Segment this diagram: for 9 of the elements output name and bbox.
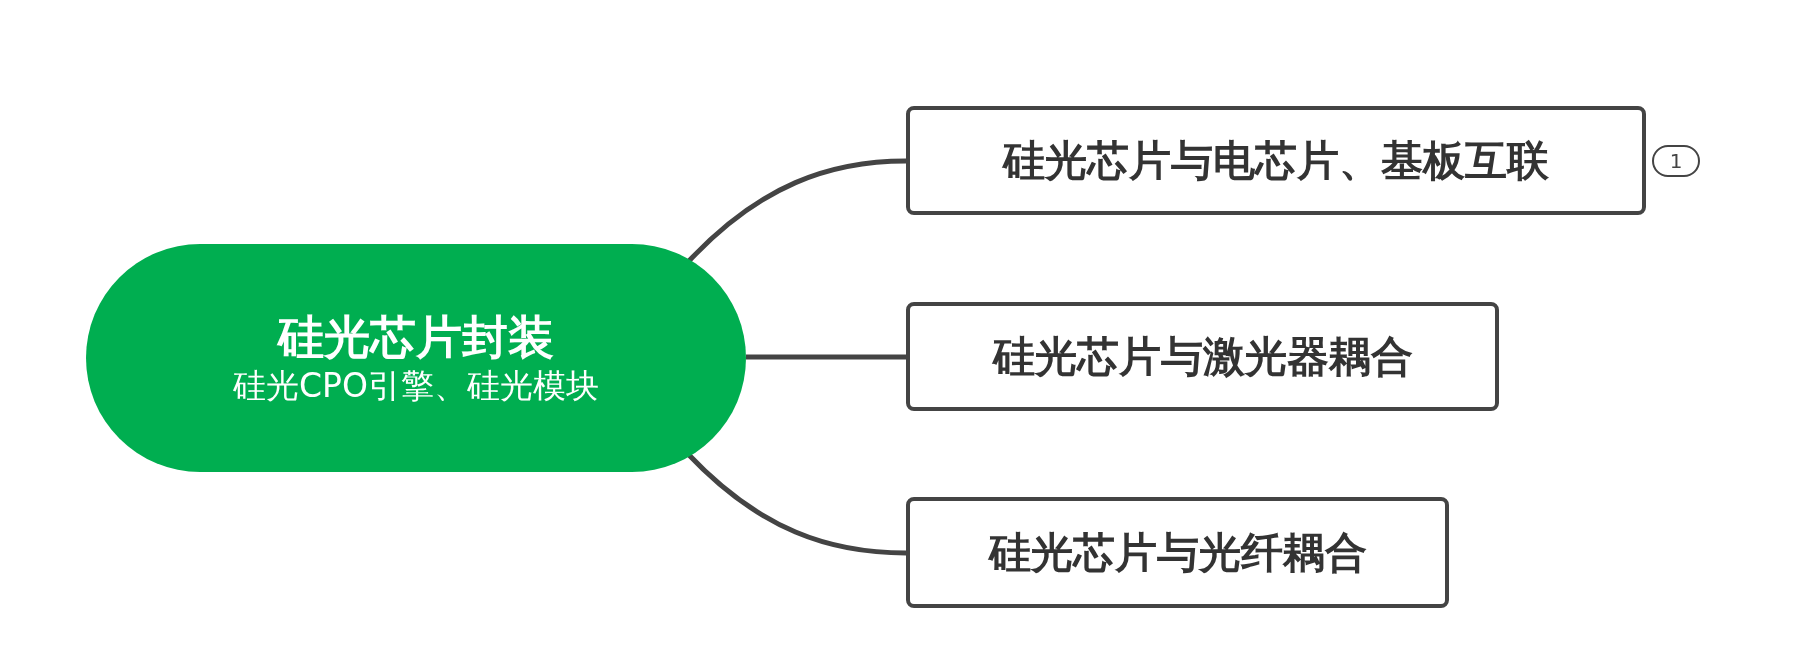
connector-line: [686, 158, 907, 264]
subtopic-box: 硅光芯片与光纤耦合: [906, 497, 1449, 608]
count-badge: 1: [1652, 145, 1700, 177]
connector-line: [686, 452, 907, 556]
subtopic-box: 硅光芯片与电芯片、基板互联: [906, 106, 1646, 215]
topic-title: 硅光芯片封装: [278, 309, 554, 365]
connector-line: [746, 354, 906, 360]
topic-subtitle: 硅光CPO引擎、硅光模块: [233, 365, 599, 407]
subtopic-box: 硅光芯片与激光器耦合: [906, 302, 1499, 411]
